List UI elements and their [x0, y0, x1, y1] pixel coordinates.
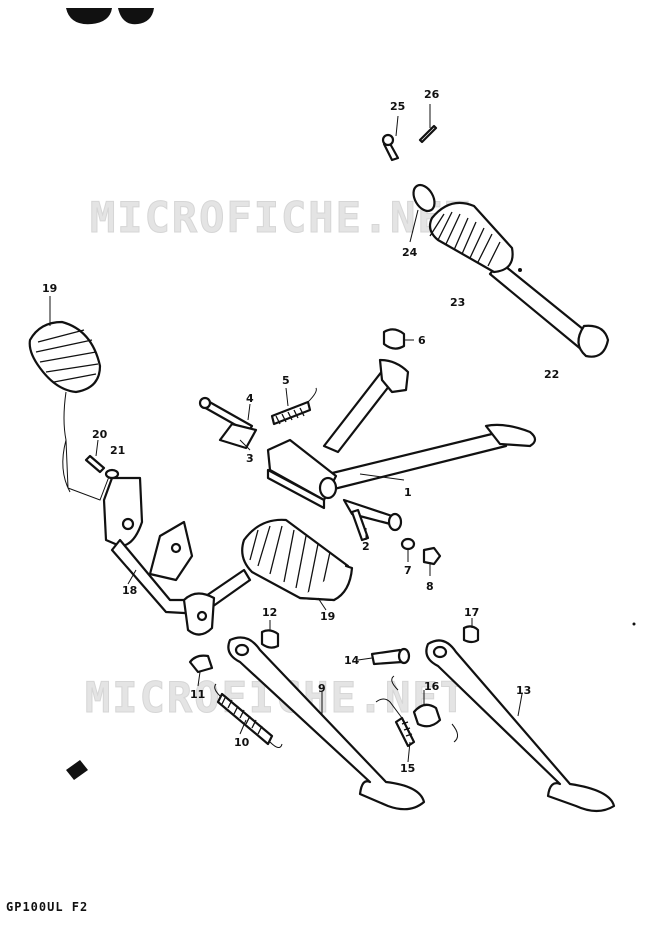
- callout-4: 4: [246, 392, 254, 405]
- callout-13: 13: [516, 684, 531, 697]
- callout-16: 16: [424, 680, 440, 693]
- callout-12: 12: [262, 606, 277, 619]
- washer-7: [400, 537, 416, 551]
- callout-7: 7: [404, 564, 412, 577]
- nut-8: [422, 546, 442, 566]
- callout-25: 25: [390, 100, 405, 113]
- small-marker: [66, 760, 88, 780]
- leader-lines: [49, 104, 523, 763]
- spring-10: [214, 683, 283, 748]
- nut-12: [260, 629, 280, 649]
- callout-14: 14: [344, 654, 360, 667]
- shaft-2: [350, 508, 370, 542]
- speck: [632, 622, 636, 626]
- pin-26: [418, 124, 438, 144]
- callout-17: 17: [464, 606, 479, 619]
- nut-6: [382, 328, 406, 350]
- spring-5: [270, 387, 317, 426]
- bolt-20: [84, 454, 106, 474]
- callout-3: 3: [246, 452, 254, 465]
- callout-24: 24: [402, 246, 418, 259]
- callout-labels: 25 26 24 23 22 19 6 5 4 3 20 21 1 2 7 8 …: [42, 88, 559, 775]
- bolt-14: [370, 647, 411, 666]
- footrest-rubber-right: [241, 518, 354, 602]
- callout-5: 5: [282, 374, 290, 387]
- spring-16: [391, 675, 458, 743]
- pillion-footrest-bar: [412, 183, 610, 358]
- center-stand-1: [266, 358, 537, 532]
- washer-21: [104, 468, 120, 480]
- footrest-bracket-left: [62, 391, 111, 501]
- callout-8: 8: [426, 580, 434, 593]
- callout-2: 2: [362, 540, 370, 553]
- bolt-25: [381, 133, 400, 162]
- callout-11: 11: [190, 688, 205, 701]
- footer-code: GP100UL F2: [6, 900, 89, 914]
- callout-15: 15: [400, 762, 415, 775]
- callout-6: 6: [418, 334, 426, 347]
- callout-20: 20: [92, 428, 108, 441]
- plate-4: [218, 422, 258, 450]
- spring-15: [375, 698, 416, 748]
- callout-1: 1: [404, 486, 412, 499]
- footrest-bracket-18: [102, 476, 252, 636]
- callout-18: 18: [122, 584, 137, 597]
- callout-19-right: 19: [320, 610, 335, 623]
- callout-26: 26: [424, 88, 440, 101]
- corner-blot: [66, 8, 154, 25]
- side-stand-9: [227, 636, 426, 811]
- bolt-11: [188, 654, 214, 674]
- watermark-top: MICROFICHE.NET: [90, 193, 472, 242]
- nut-17: [462, 625, 480, 644]
- side-stand-13: [425, 639, 616, 813]
- callout-19-left: 19: [42, 282, 57, 295]
- callout-23: 23: [450, 296, 465, 309]
- callout-10: 10: [234, 736, 250, 749]
- callout-22: 22: [544, 368, 559, 381]
- callout-9: 9: [318, 682, 326, 695]
- callout-21: 21: [110, 444, 125, 457]
- footrest-rubber-left: [28, 320, 102, 394]
